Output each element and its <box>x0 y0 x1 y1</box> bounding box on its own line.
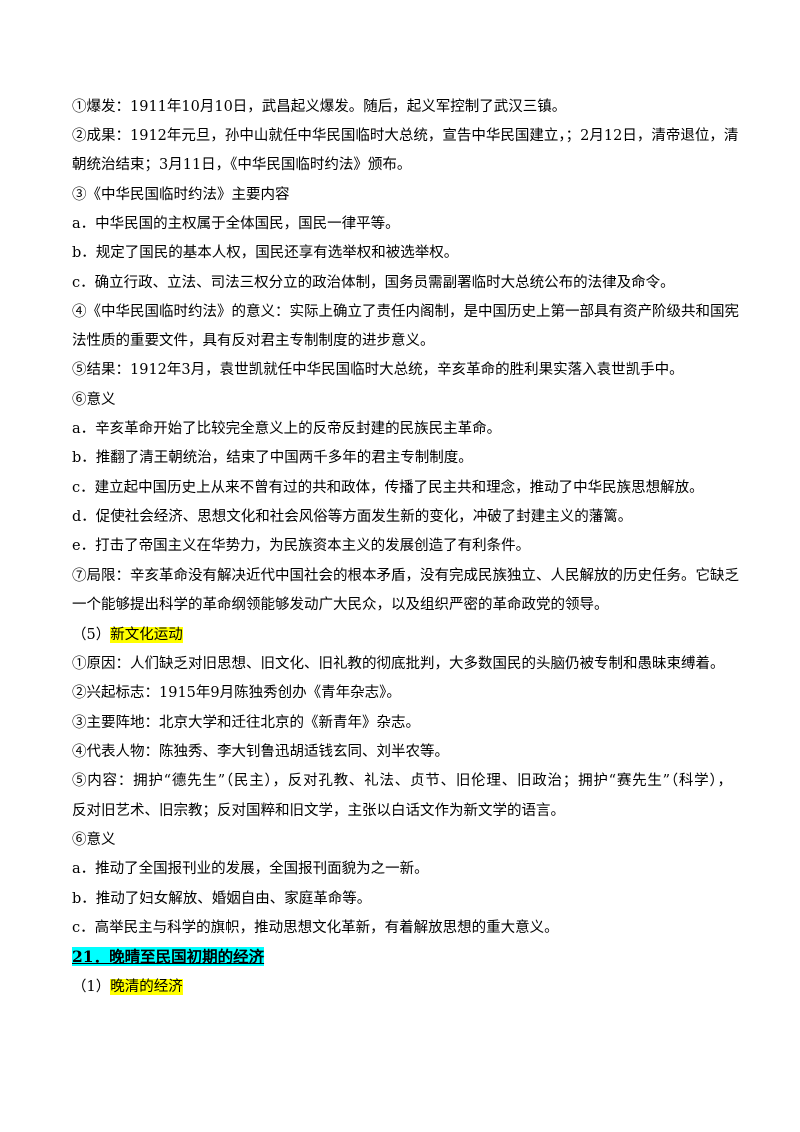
subsection-number: （1） <box>72 979 111 995</box>
subsection-number: （5） <box>72 627 111 643</box>
list-item: c．建立起中国历史上从来不曾有过的共和政体，传播了民主共和理念，推动了中华民族思… <box>72 480 704 496</box>
subsection-heading: （5）新文化运动 <box>72 624 732 646</box>
subsection-heading: （1）晚清的经济 <box>72 976 732 998</box>
paragraph-line: ⑥意义 <box>72 832 116 848</box>
section-heading: 21．晚晴至民国初期的经济 <box>72 946 732 969</box>
section-title: 21．晚晴至民国初期的经济 <box>72 947 265 966</box>
list-item: a．推动了全国报刊业的发展，全国报刊面貌为之一新。 <box>72 861 429 877</box>
paragraph-line: ③主要阵地：北京大学和迁往北京的《新青年》杂志。 <box>72 715 420 731</box>
list-item: e．打击了帝国主义在华势力，为民族资本主义的发展创造了有利条件。 <box>72 538 531 554</box>
paragraph-line: ⑥意义 <box>72 392 116 408</box>
list-item: a．辛亥革命开始了比较完全意义上的反帝反封建的民族民主革命。 <box>72 421 502 437</box>
list-item: b．规定了国民的基本人权，国民还享有选举权和被选举权。 <box>72 245 459 261</box>
paragraph-line: ②兴起标志：1915年9月陈独秀创办《青年杂志》。 <box>72 685 401 701</box>
list-item: c．高举民主与科学的旗帜，推动思想文化革新，有着解放思想的重大意义。 <box>72 920 559 936</box>
paragraph-line: 反对旧艺术、旧宗教；反对国粹和旧文学，主张以白话文作为新文学的语言。 <box>72 803 565 819</box>
list-item: b．推动了妇女解放、婚姻自由、家庭革命等。 <box>72 891 372 907</box>
paragraph-line: ⑤结果：1912年3月，袁世凯就任中华民国临时大总统，辛亥革命的胜利果实落入袁世… <box>72 362 684 378</box>
paragraph-line: 法性质的重要文件，具有反对君主专制制度的进步意义。 <box>72 333 435 349</box>
paragraph-line: ①爆发：1911年10月10日，武昌起义爆发。随后，起义军控制了武汉三镇。 <box>72 99 567 115</box>
paragraph-line: ④代表人物：陈独秀、李大钊鲁迅胡适钱玄同、刘半农等。 <box>72 744 449 760</box>
paragraph-line: 一个能够提出科学的革命纲领能够发动广大民众，以及组织严密的革命政党的领导。 <box>72 597 609 613</box>
paragraph-line: ⑦局限：辛亥革命没有解决近代中国社会的根本矛盾，没有完成民族独立、人民解放的历史… <box>72 568 739 584</box>
paragraph-line: 朝统治结束；3月11日，《中华民国临时约法》颁布。 <box>72 157 412 173</box>
subsection-title: 晚清的经济 <box>110 979 183 995</box>
list-item: a．中华民国的主权属于全体国民，国民一律平等。 <box>72 216 400 232</box>
list-item: c．确立行政、立法、司法三权分立的政治体制，国务员需副署临时大总统公布的法律及命… <box>72 275 675 291</box>
paragraph-line: ⑤内容：拥护“德先生”（民主），反对孔教、礼法、贞节、旧伦理、旧政治；拥护“赛先… <box>72 773 732 789</box>
subsection-title: 新文化运动 <box>110 627 183 643</box>
paragraph-line: ①原因：人们缺乏对旧思想、旧文化、旧礼教的彻底批判，大多数国民的头脑仍被专制和愚… <box>72 656 725 672</box>
paragraph-line: ④《中华民国临时约法》的意义：实际上确立了责任内阁制，是中国历史上第一部具有资产… <box>72 304 739 320</box>
list-item: b．推翻了清王朝统治，结束了中国两千多年的君主专制制度。 <box>72 450 473 466</box>
paragraph-line: ③《中华民国临时约法》主要内容 <box>72 187 290 203</box>
list-item: d．促使社会经济、思想文化和社会风俗等方面发生新的变化，冲破了封建主义的藩篱。 <box>72 509 633 525</box>
paragraph-line: ②成果：1912年元旦，孙中山就任中华民国临时大总统，宣告中华民国建立，；2月1… <box>72 128 739 144</box>
